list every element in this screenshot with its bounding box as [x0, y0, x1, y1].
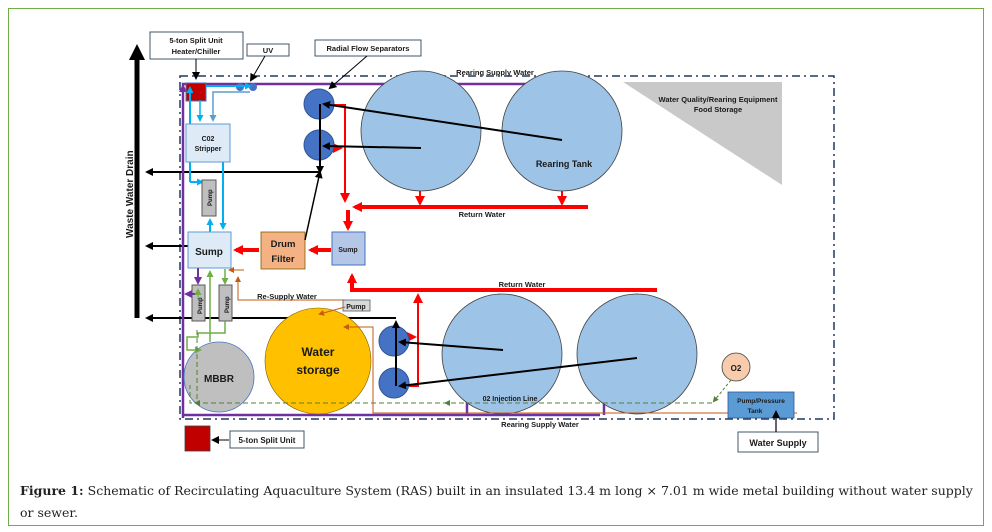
caption-label: Figure 1:: [20, 483, 84, 498]
co2-stripper: [185, 123, 231, 163]
secondary-sump-label: Sump: [338, 247, 357, 254]
mbbr-tank: [183, 341, 255, 413]
resupply-pump-label: Pump: [346, 304, 365, 311]
pump-mbbr-2-label: Pump: [225, 296, 231, 313]
uv-callout: [246, 43, 290, 57]
split-unit-label: 5-ton Split Unit: [239, 436, 296, 445]
waste-drain-label: Waste Water Drain: [125, 150, 136, 238]
waste-drain-arrowhead: [129, 44, 145, 60]
o2-injection-line: [189, 385, 712, 404]
radial-separator-callout: [314, 39, 422, 57]
o2-label: O2: [731, 364, 742, 373]
resupply-water-label: Re-Supply Water: [257, 292, 317, 301]
rearing-supply-bottom-label: Rearing Supply Water: [501, 420, 579, 429]
water-supply-callout: [737, 431, 819, 453]
water-storage-label-1: Water: [302, 345, 335, 359]
figure-frame: [8, 8, 984, 526]
split-unit-callout: [229, 430, 305, 449]
storage-area-label-1: Water Quality/Rearing Equipment: [659, 95, 778, 104]
pump-co2-label: Pump: [208, 189, 214, 206]
return-water-bottom-pipe: [347, 273, 657, 292]
o2-injection-label: 02 Injection Line: [483, 396, 538, 403]
main-sump: [187, 231, 232, 269]
figure-caption: Figure 1: Schematic of Recirculating Aqu…: [20, 480, 980, 524]
drum-filter-label-2: Filter: [271, 254, 295, 265]
pump-pressure-label-2: Tank: [748, 408, 763, 415]
heater-chiller-label-2: Heater/Chiller: [172, 47, 221, 56]
co2-stripper-label-1: C02: [202, 136, 215, 143]
radial-separator-3: [378, 325, 410, 357]
return-water-bottom-label: Return Water: [499, 280, 546, 289]
heater-chiller-label-1: 5-ton Split Unit: [169, 36, 223, 45]
pump-pressure-label-1: Pump/Pressure: [737, 398, 785, 405]
caption-text: Schematic of Recirculating Aquaculture S…: [20, 483, 973, 520]
drum-filter-label-1: Drum: [271, 239, 296, 250]
pump-mbbr-1-label: Pump: [198, 297, 204, 314]
rearing-tank-1: [360, 70, 482, 192]
storage-area-triangle: [623, 82, 782, 185]
rearing-tank-label: Rearing Tank: [536, 159, 593, 169]
co2-stripper-label-2: Stripper: [195, 146, 222, 153]
building-outline: [179, 75, 835, 420]
rearing-supply-top-label: Rearing Supply Water: [456, 68, 534, 77]
radial-separator-4: [378, 367, 410, 399]
rearing-tank-2: [501, 70, 623, 192]
water-storage-label-2: storage: [296, 363, 340, 377]
return-water-top-label: Return Water: [459, 210, 506, 219]
drum-filter: [260, 231, 306, 270]
pump-co2: [201, 179, 217, 217]
rearing-tank-4: [576, 293, 698, 415]
water-storage-tank: [264, 307, 372, 415]
pump-pressure-tank: [727, 391, 795, 419]
storage-area-label-2: Food Storage: [694, 105, 742, 114]
mbbr-label: MBBR: [204, 374, 235, 385]
water-supply-label: Water Supply: [749, 438, 806, 448]
radial-separator-label: Radial Flow Separators: [327, 44, 410, 53]
resupply-pump: [342, 299, 371, 312]
uv-label: UV: [263, 46, 273, 55]
o2-tank: [721, 352, 751, 382]
split-unit-outdoor: [184, 425, 211, 452]
main-sump-label: Sump: [195, 247, 223, 258]
uv-unit-2: [249, 83, 257, 91]
rearing-tank-3: [441, 293, 563, 415]
secondary-sump: [331, 231, 366, 266]
